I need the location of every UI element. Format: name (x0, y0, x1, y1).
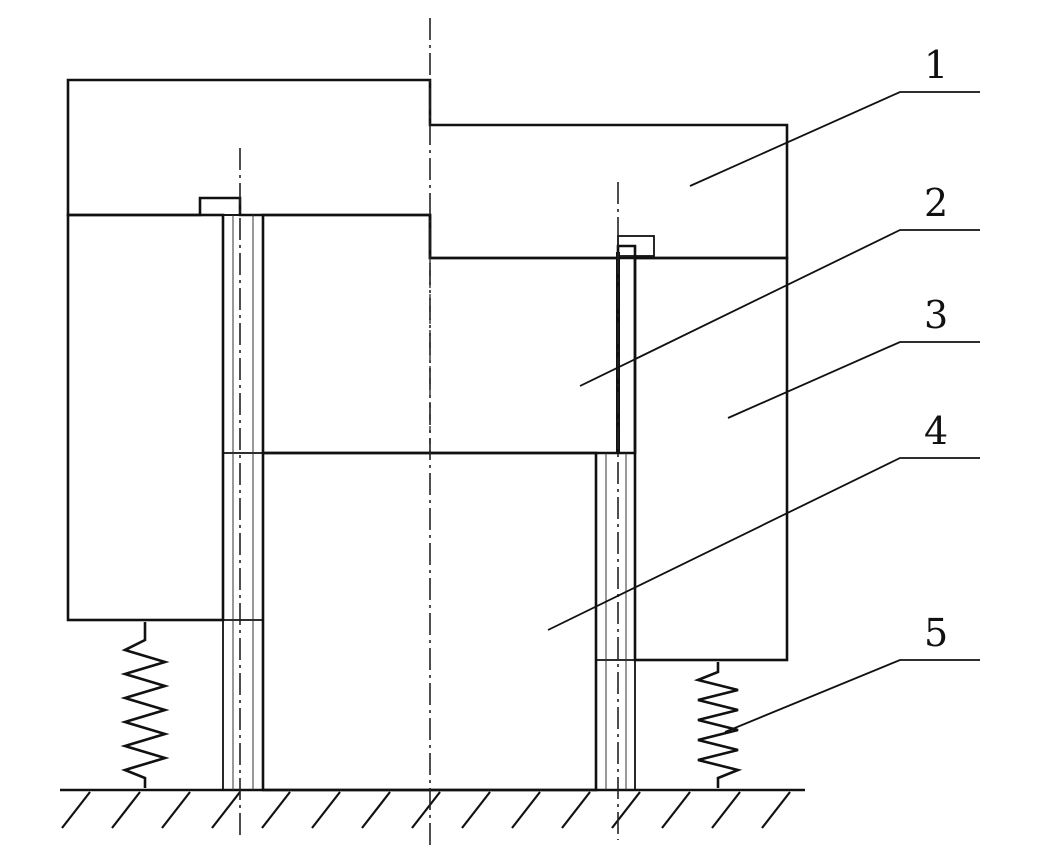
right-die-block (633, 256, 789, 662)
center-lines (239, 18, 619, 850)
upper-punch (66, 78, 789, 260)
label-3: 3 (924, 293, 948, 337)
ground-base (60, 788, 805, 829)
label-2: 2 (924, 181, 948, 225)
label-4: 4 (924, 409, 948, 453)
leader-lines (547, 91, 980, 733)
powder-compact (261, 213, 637, 455)
left-guide-pin (222, 214, 264, 791)
right-spring (693, 662, 743, 788)
label-1: 1 (924, 43, 948, 87)
right-guide-pin (595, 452, 636, 791)
label-5: 5 (924, 611, 948, 655)
left-die-block (66, 213, 225, 622)
left-spring (120, 622, 170, 788)
